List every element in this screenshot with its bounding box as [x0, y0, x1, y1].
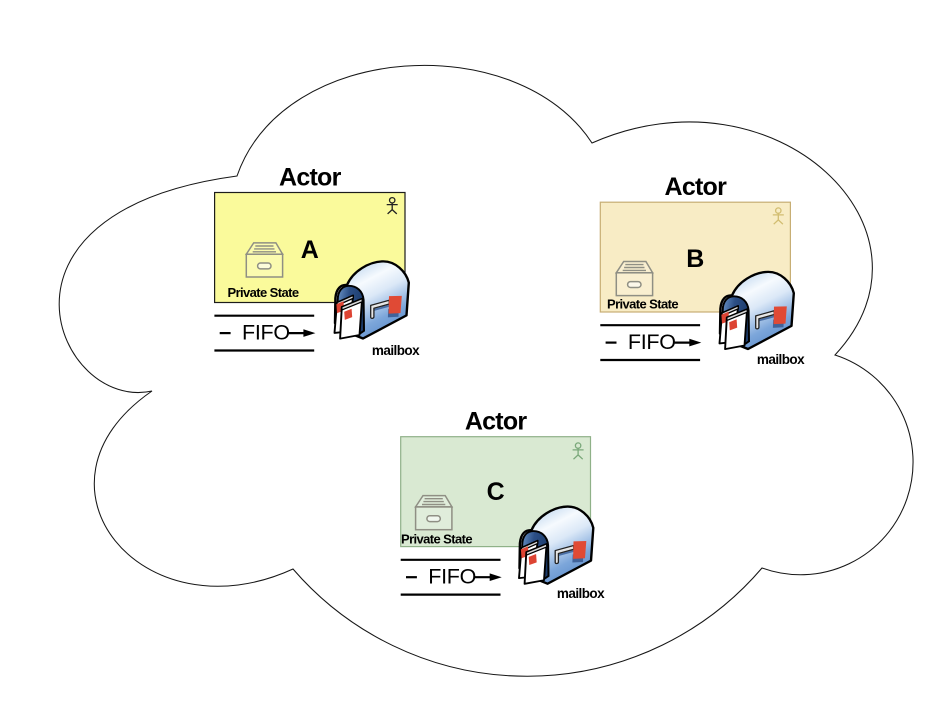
svg-text:Actor: Actor: [465, 408, 528, 436]
svg-text:B: B: [686, 245, 704, 273]
svg-text:A: A: [301, 236, 319, 264]
svg-text:mailbox: mailbox: [372, 343, 420, 358]
svg-text:Private State: Private State: [401, 532, 472, 547]
svg-text:Private State: Private State: [607, 297, 678, 312]
svg-text:Actor: Actor: [665, 173, 728, 201]
svg-text:mailbox: mailbox: [757, 352, 805, 367]
svg-text:mailbox: mailbox: [557, 586, 605, 601]
svg-text:Private State: Private State: [228, 285, 299, 300]
svg-text:C: C: [487, 478, 505, 506]
svg-text:Actor: Actor: [279, 164, 342, 192]
